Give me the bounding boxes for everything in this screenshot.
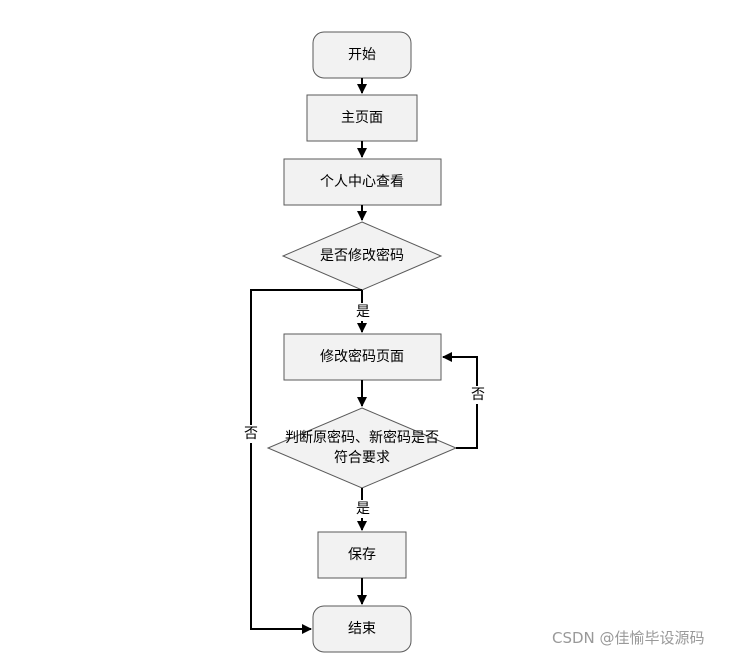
edge-label-yes-2: 是 bbox=[356, 501, 370, 517]
watermark: CSDN @佳愉毕设源码 bbox=[552, 629, 705, 647]
start-node: 开始 bbox=[312, 31, 412, 79]
change-password-page-node: 修改密码页面 bbox=[283, 333, 442, 381]
validate-decision: 判断原密码、新密码是否 符合要求 bbox=[266, 407, 458, 489]
edge-label-no-1: 否 bbox=[244, 426, 258, 442]
validate-decision-label-line2: 符合要求 bbox=[334, 450, 390, 466]
edge-label-bg bbox=[242, 425, 260, 443]
change-password-decision-label: 是否修改密码 bbox=[320, 247, 404, 264]
save-node: 保存 bbox=[317, 531, 407, 579]
edge-label-yes-1: 是 bbox=[356, 304, 370, 320]
main-page-node: 主页面 bbox=[306, 94, 418, 142]
edge-label-bg bbox=[354, 500, 372, 518]
change-password-page-label: 修改密码页面 bbox=[320, 348, 404, 365]
edge-decision-no-to-end bbox=[250, 289, 362, 634]
end-label: 结束 bbox=[348, 621, 376, 637]
change-password-decision: 是否修改密码 bbox=[281, 221, 443, 291]
save-label: 保存 bbox=[348, 547, 376, 563]
edge-label-no-2: 否 bbox=[471, 387, 485, 403]
edge-label-bg bbox=[469, 386, 487, 404]
validate-decision-label-line1: 判断原密码、新密码是否 bbox=[285, 429, 439, 446]
edge-label-bg bbox=[354, 303, 372, 321]
main-page-label: 主页面 bbox=[341, 110, 383, 126]
personal-center-label: 个人中心查看 bbox=[320, 174, 404, 190]
end-node: 结束 bbox=[312, 605, 412, 653]
personal-center-node: 个人中心查看 bbox=[283, 158, 442, 206]
start-label: 开始 bbox=[348, 47, 376, 63]
